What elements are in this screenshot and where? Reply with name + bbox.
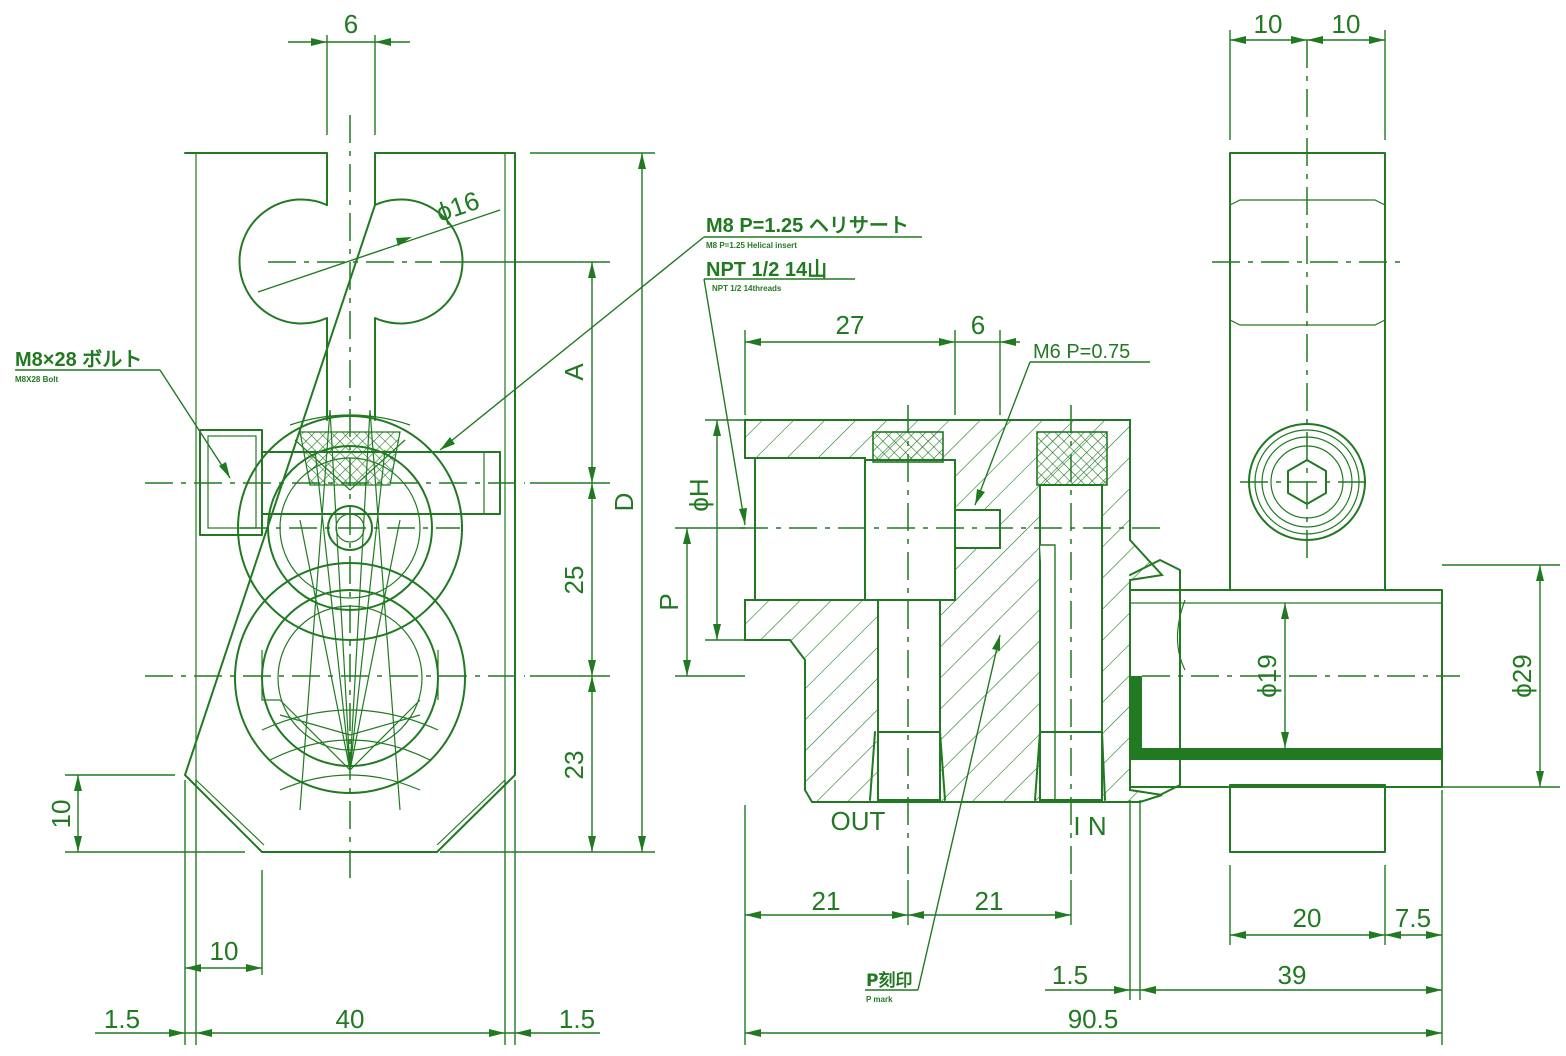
inner-chamfer-left [195,779,265,846]
dim-phiH: ϕH [684,478,714,511]
center-chamber [864,459,956,601]
m6-hole [954,509,1001,549]
dim-10b: 10 [1332,9,1361,39]
label-bolt-en: M8X28 Bolt [15,375,58,384]
lower-lines [279,714,421,736]
out-port-cavity [754,457,866,601]
slot-walls [326,152,376,206]
dim-phi29: ϕ29 [1507,654,1537,697]
label-insert-jp: M8 P=1.25 ヘリサート [706,215,909,237]
dim-1-5-left: 1.5 [104,1004,140,1034]
label-insert-en: M8 P=1.25 Helical insert [706,241,797,250]
inner-chamfer-right [436,779,506,846]
pipe-wall-bottom [1130,748,1442,760]
dim-D: D [609,493,639,512]
label-pmark-en: P mark [866,995,893,1004]
dim-P: P [654,593,684,610]
dim-top-slot: 6 [344,9,358,39]
dim-21b: 21 [975,886,1004,916]
end-body [1229,152,1386,591]
dim-10-left: 10 [46,800,76,829]
dim-25: 25 [559,566,589,595]
label-out: OUT [831,806,886,836]
side-section-view: 27 6 M6 P=0.75 ϕH P OUT I N 21 21 [654,310,1460,1045]
front-view: 6 ϕ16 A 25 23 D 10 [15,9,655,1045]
keyhole-slot [238,198,464,421]
dim-20: 20 [1293,903,1322,933]
dim-7-5: 7.5 [1395,903,1431,933]
label-m6: M6 P=0.75 [1033,341,1130,363]
label-pmark-jp: P刻印 [866,970,912,991]
counterbores [869,731,1106,801]
label-npt-jp: NPT 1/2 14山 [706,258,827,281]
break-line [1176,599,1186,671]
bolt-head-inner [207,435,257,529]
lower-bore-slots [261,650,439,701]
end-view: 10 10 ϕ19 ϕ29 20 7.5 [1212,9,1560,945]
dim-90-5: 90.5 [1068,1004,1119,1034]
pipe-wall-left [1130,676,1142,750]
dim-1-5-mid: 1.5 [1052,960,1088,990]
dim-phi16: ϕ16 [432,185,483,228]
dim-40: 40 [336,1004,365,1034]
dim-27: 27 [836,310,865,340]
dim-phi19: ϕ19 [1252,654,1282,697]
dim-21a: 21 [812,886,841,916]
end-lower-body [1229,784,1386,853]
insert-leader: M8 P=1.25 ヘリサート M8 P=1.25 Helical insert… [439,215,922,526]
dim-A: A [559,363,589,381]
side-boss [1129,559,1181,796]
dim-10a: 10 [1254,9,1283,39]
dim-39: 39 [1278,960,1307,990]
out-bore [877,599,941,801]
label-bolt-jp: M8×28 ボルト [15,348,142,371]
label-in: I N [1073,811,1106,841]
in-bore-step [1040,544,1056,800]
dim-6-side: 6 [971,310,985,340]
dim-10-bottom: 10 [210,936,239,966]
dim-23: 23 [559,751,589,780]
label-npt-en: NPT 1/2 14threads [712,284,782,293]
dim-1-5-right: 1.5 [559,1004,595,1034]
front-body-outline [184,152,516,853]
